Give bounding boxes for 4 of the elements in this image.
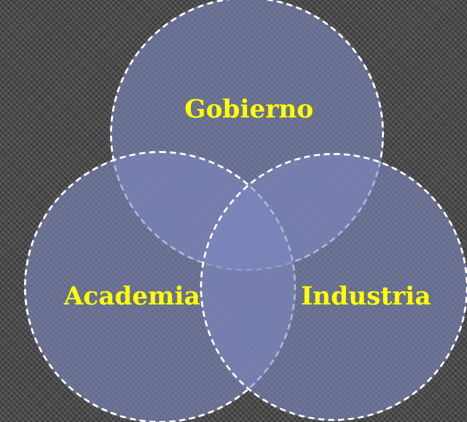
circle-label: Industria (300, 282, 432, 310)
venn-circle (200, 153, 467, 421)
circle-label: Academia (64, 282, 200, 310)
circle-label: Gobierno (184, 95, 314, 123)
